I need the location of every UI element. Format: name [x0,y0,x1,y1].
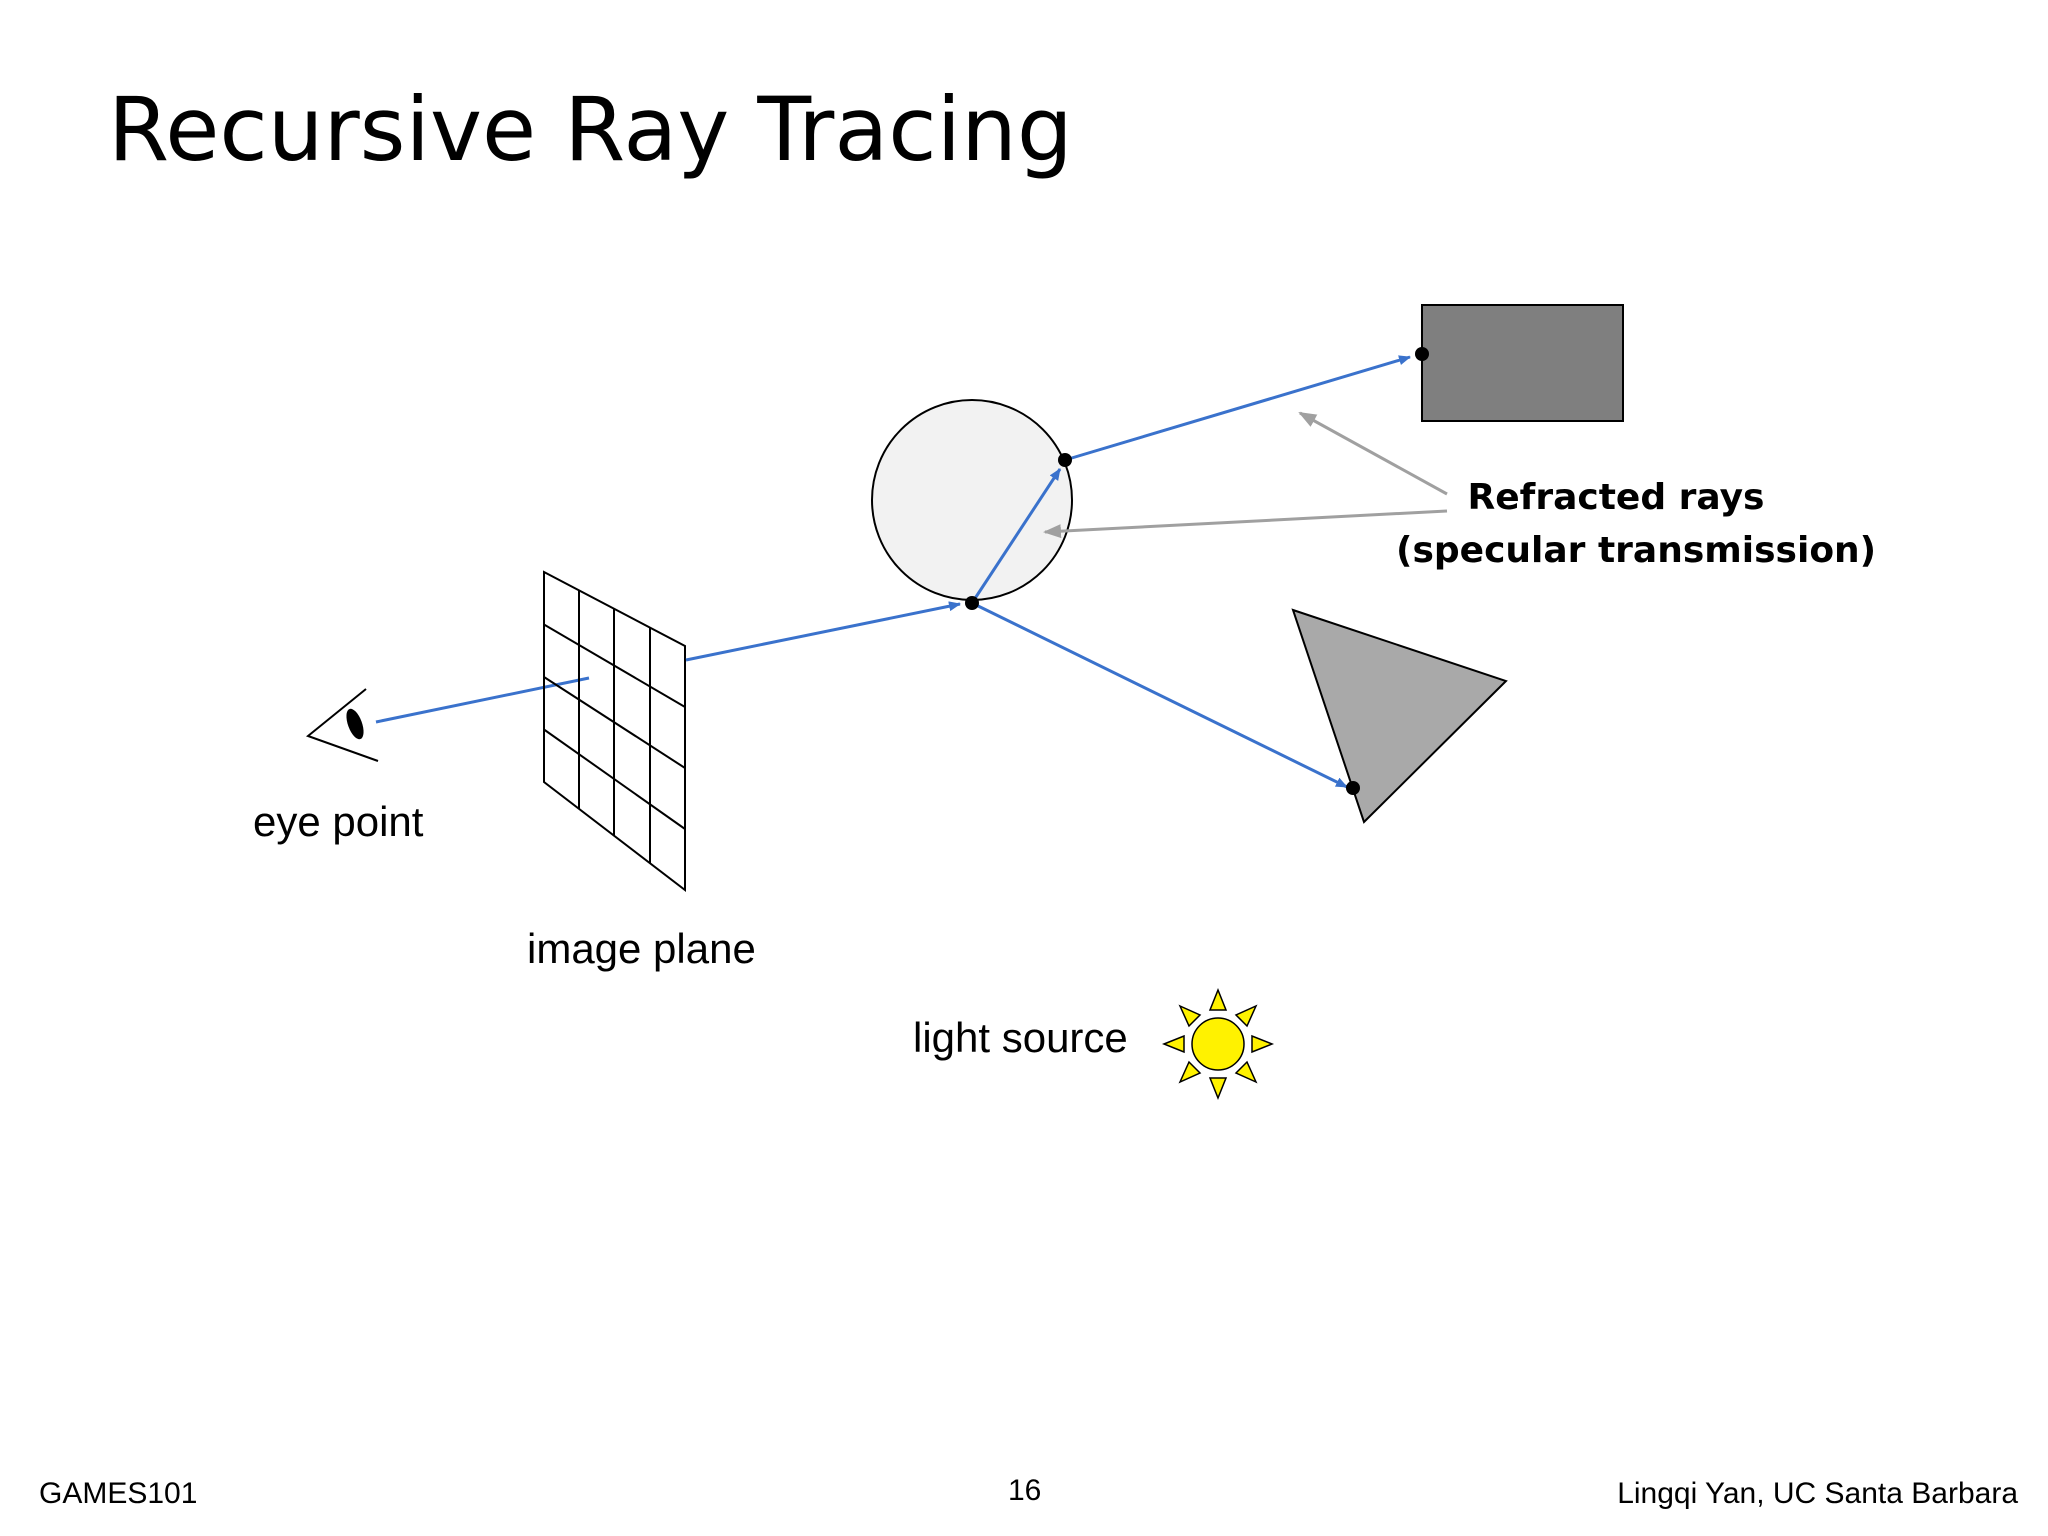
callout-arrow-lower [1043,509,1448,539]
internal-refracted-ray [970,468,1062,604]
refracted-ray-to-box [1064,355,1411,462]
slide-title: Recursive Ray Tracing [108,78,1073,181]
sun-icon [1161,987,1275,1101]
eye-point-label: eye point [253,798,424,845]
glass-sphere [871,399,1073,601]
hit-point-sphere-exit [1058,453,1072,467]
primary-ray-segment-2 [685,601,961,662]
refracted-rays-callout: Refracted rays (specular transmission) [1396,471,1877,577]
box-object [1421,304,1624,422]
footer-course: GAMES101 [39,1477,198,1510]
hit-point-box [1415,347,1429,361]
reflected-ray-to-triangle [971,601,1348,789]
callout-subtitle: (specular transmission) [1396,530,1877,571]
light-source-label: light source [913,1014,1128,1061]
callout-arrow-upper [1298,411,1448,496]
footer-page-number: 16 [1008,1474,1042,1507]
hit-point-sphere-entry [965,596,979,610]
triangle-object [1291,608,1508,824]
hit-point-triangle [1346,781,1360,795]
callout-title: Refracted rays [1467,477,1765,518]
primary-ray-segment-1 [375,676,590,724]
footer-author: Lingqi Yan, UC Santa Barbara [1617,1477,2018,1510]
image-plane-grid [543,570,686,893]
image-plane-label: image plane [527,925,756,972]
eye-icon [305,688,379,762]
